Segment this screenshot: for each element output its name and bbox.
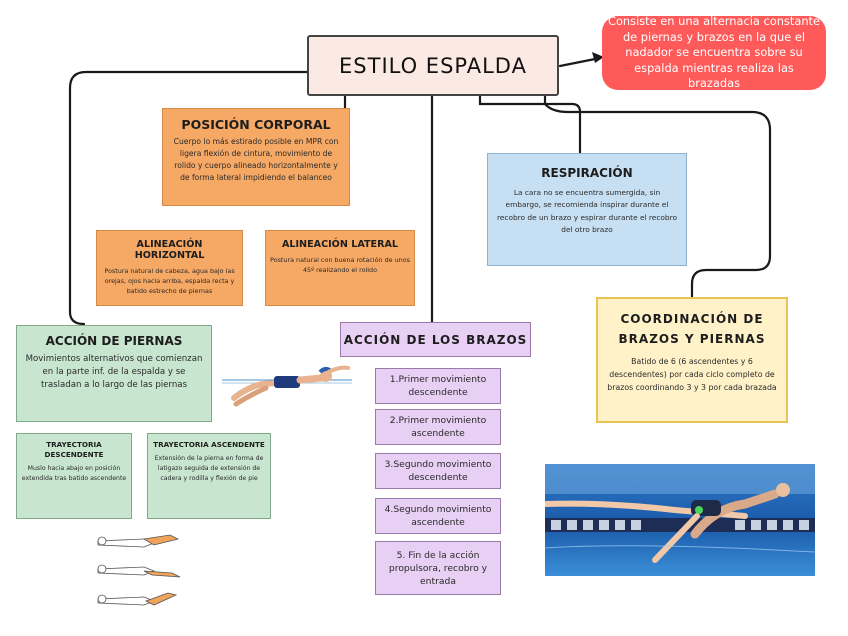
coordinacion-box: COORDINACIÓN DE BRAZOS Y PIERNAS Batido … bbox=[596, 297, 788, 423]
swimmer-illustration bbox=[222, 364, 352, 408]
arm-step-5: 5. Fin de la acción propulsora, recobro … bbox=[375, 541, 501, 595]
respiracion-box: RESPIRACIÓN La cara no se encuentra sume… bbox=[487, 153, 687, 266]
trayectoria-descendente-text: Muslo hacia abajo en posición extendida … bbox=[21, 464, 127, 484]
posicion-corporal-heading: POSICIÓN CORPORAL bbox=[169, 117, 343, 132]
coordinacion-heading: COORDINACIÓN DE BRAZOS Y PIERNAS bbox=[604, 309, 780, 349]
page-title: ESTILO ESPALDA bbox=[307, 35, 559, 96]
respiracion-heading: RESPIRACIÓN bbox=[496, 166, 678, 180]
accion-brazos-box: ACCIÓN DE LOS BRAZOS bbox=[340, 322, 531, 357]
respiracion-text: La cara no se encuentra sumergida, sin e… bbox=[496, 187, 678, 237]
trayectoria-descendente-heading: TRAYECTORIA DESCENDENTE bbox=[21, 440, 127, 460]
alineacion-horizontal-text: Postura natural de cabeza, agua bajo las… bbox=[101, 266, 238, 296]
accion-brazos-heading: ACCIÓN DE LOS BRAZOS bbox=[344, 333, 528, 347]
arm-step-1: 1.Primer movimiento descendente bbox=[375, 368, 501, 404]
trayectoria-ascendente-box: TRAYECTORIA ASCENDENTE Extensión de la p… bbox=[147, 433, 271, 519]
arm-step-2: 2.Primer movimiento ascendente bbox=[375, 409, 501, 445]
arm-step-text: 1.Primer movimiento descendente bbox=[380, 373, 496, 399]
alineacion-horizontal-heading: ALINEACIÓN HORIZONTAL bbox=[101, 239, 238, 261]
coordinacion-text: Batido de 6 (6 ascendentes y 6 descenden… bbox=[604, 355, 780, 394]
arm-step-text: 2.Primer movimiento ascendente bbox=[380, 414, 496, 440]
accion-piernas-box: ACCIÓN DE PIERNAS Movimientos alternativ… bbox=[16, 325, 212, 422]
accion-piernas-text: Movimientos alternativos que comienzan e… bbox=[23, 353, 205, 392]
alineacion-lateral-heading: ALINEACIÓN LATERAL bbox=[270, 239, 410, 250]
leg-kick-illustration bbox=[94, 529, 184, 613]
arm-step-4: 4.Segundo movimiento ascendente bbox=[375, 498, 501, 534]
definition-text: Consiste en una alternacia constante de … bbox=[608, 14, 820, 92]
posicion-corporal-box: POSICIÓN CORPORAL Cuerpo lo más estirado… bbox=[162, 108, 350, 206]
arm-step-text: 3.Segundo movimiento descendente bbox=[380, 458, 496, 484]
arm-step-text: 4.Segundo movimiento ascendente bbox=[380, 503, 496, 529]
alineacion-horizontal-box: ALINEACIÓN HORIZONTAL Postura natural de… bbox=[96, 230, 243, 306]
title-text: ESTILO ESPALDA bbox=[339, 54, 527, 78]
alineacion-lateral-box: ALINEACIÓN LATERAL Postura natural con b… bbox=[265, 230, 415, 306]
arm-step-3: 3.Segundo movimiento descendente bbox=[375, 453, 501, 489]
posicion-corporal-text: Cuerpo lo más estirado posible en MPR co… bbox=[169, 136, 343, 184]
trayectoria-descendente-box: TRAYECTORIA DESCENDENTE Muslo hacia abaj… bbox=[16, 433, 132, 519]
accion-piernas-heading: ACCIÓN DE PIERNAS bbox=[23, 334, 205, 348]
definition-box: Consiste en una alternacia constante de … bbox=[602, 16, 826, 90]
underwater-swimmer-photo bbox=[545, 464, 815, 576]
alineacion-lateral-text: Postura natural con buena rotación de un… bbox=[270, 255, 410, 275]
trayectoria-ascendente-heading: TRAYECTORIA ASCENDENTE bbox=[152, 440, 266, 450]
arm-step-text: 5. Fin de la acción propulsora, recobro … bbox=[380, 549, 496, 588]
trayectoria-ascendente-text: Extensión de la pierna en forma de latig… bbox=[152, 454, 266, 484]
